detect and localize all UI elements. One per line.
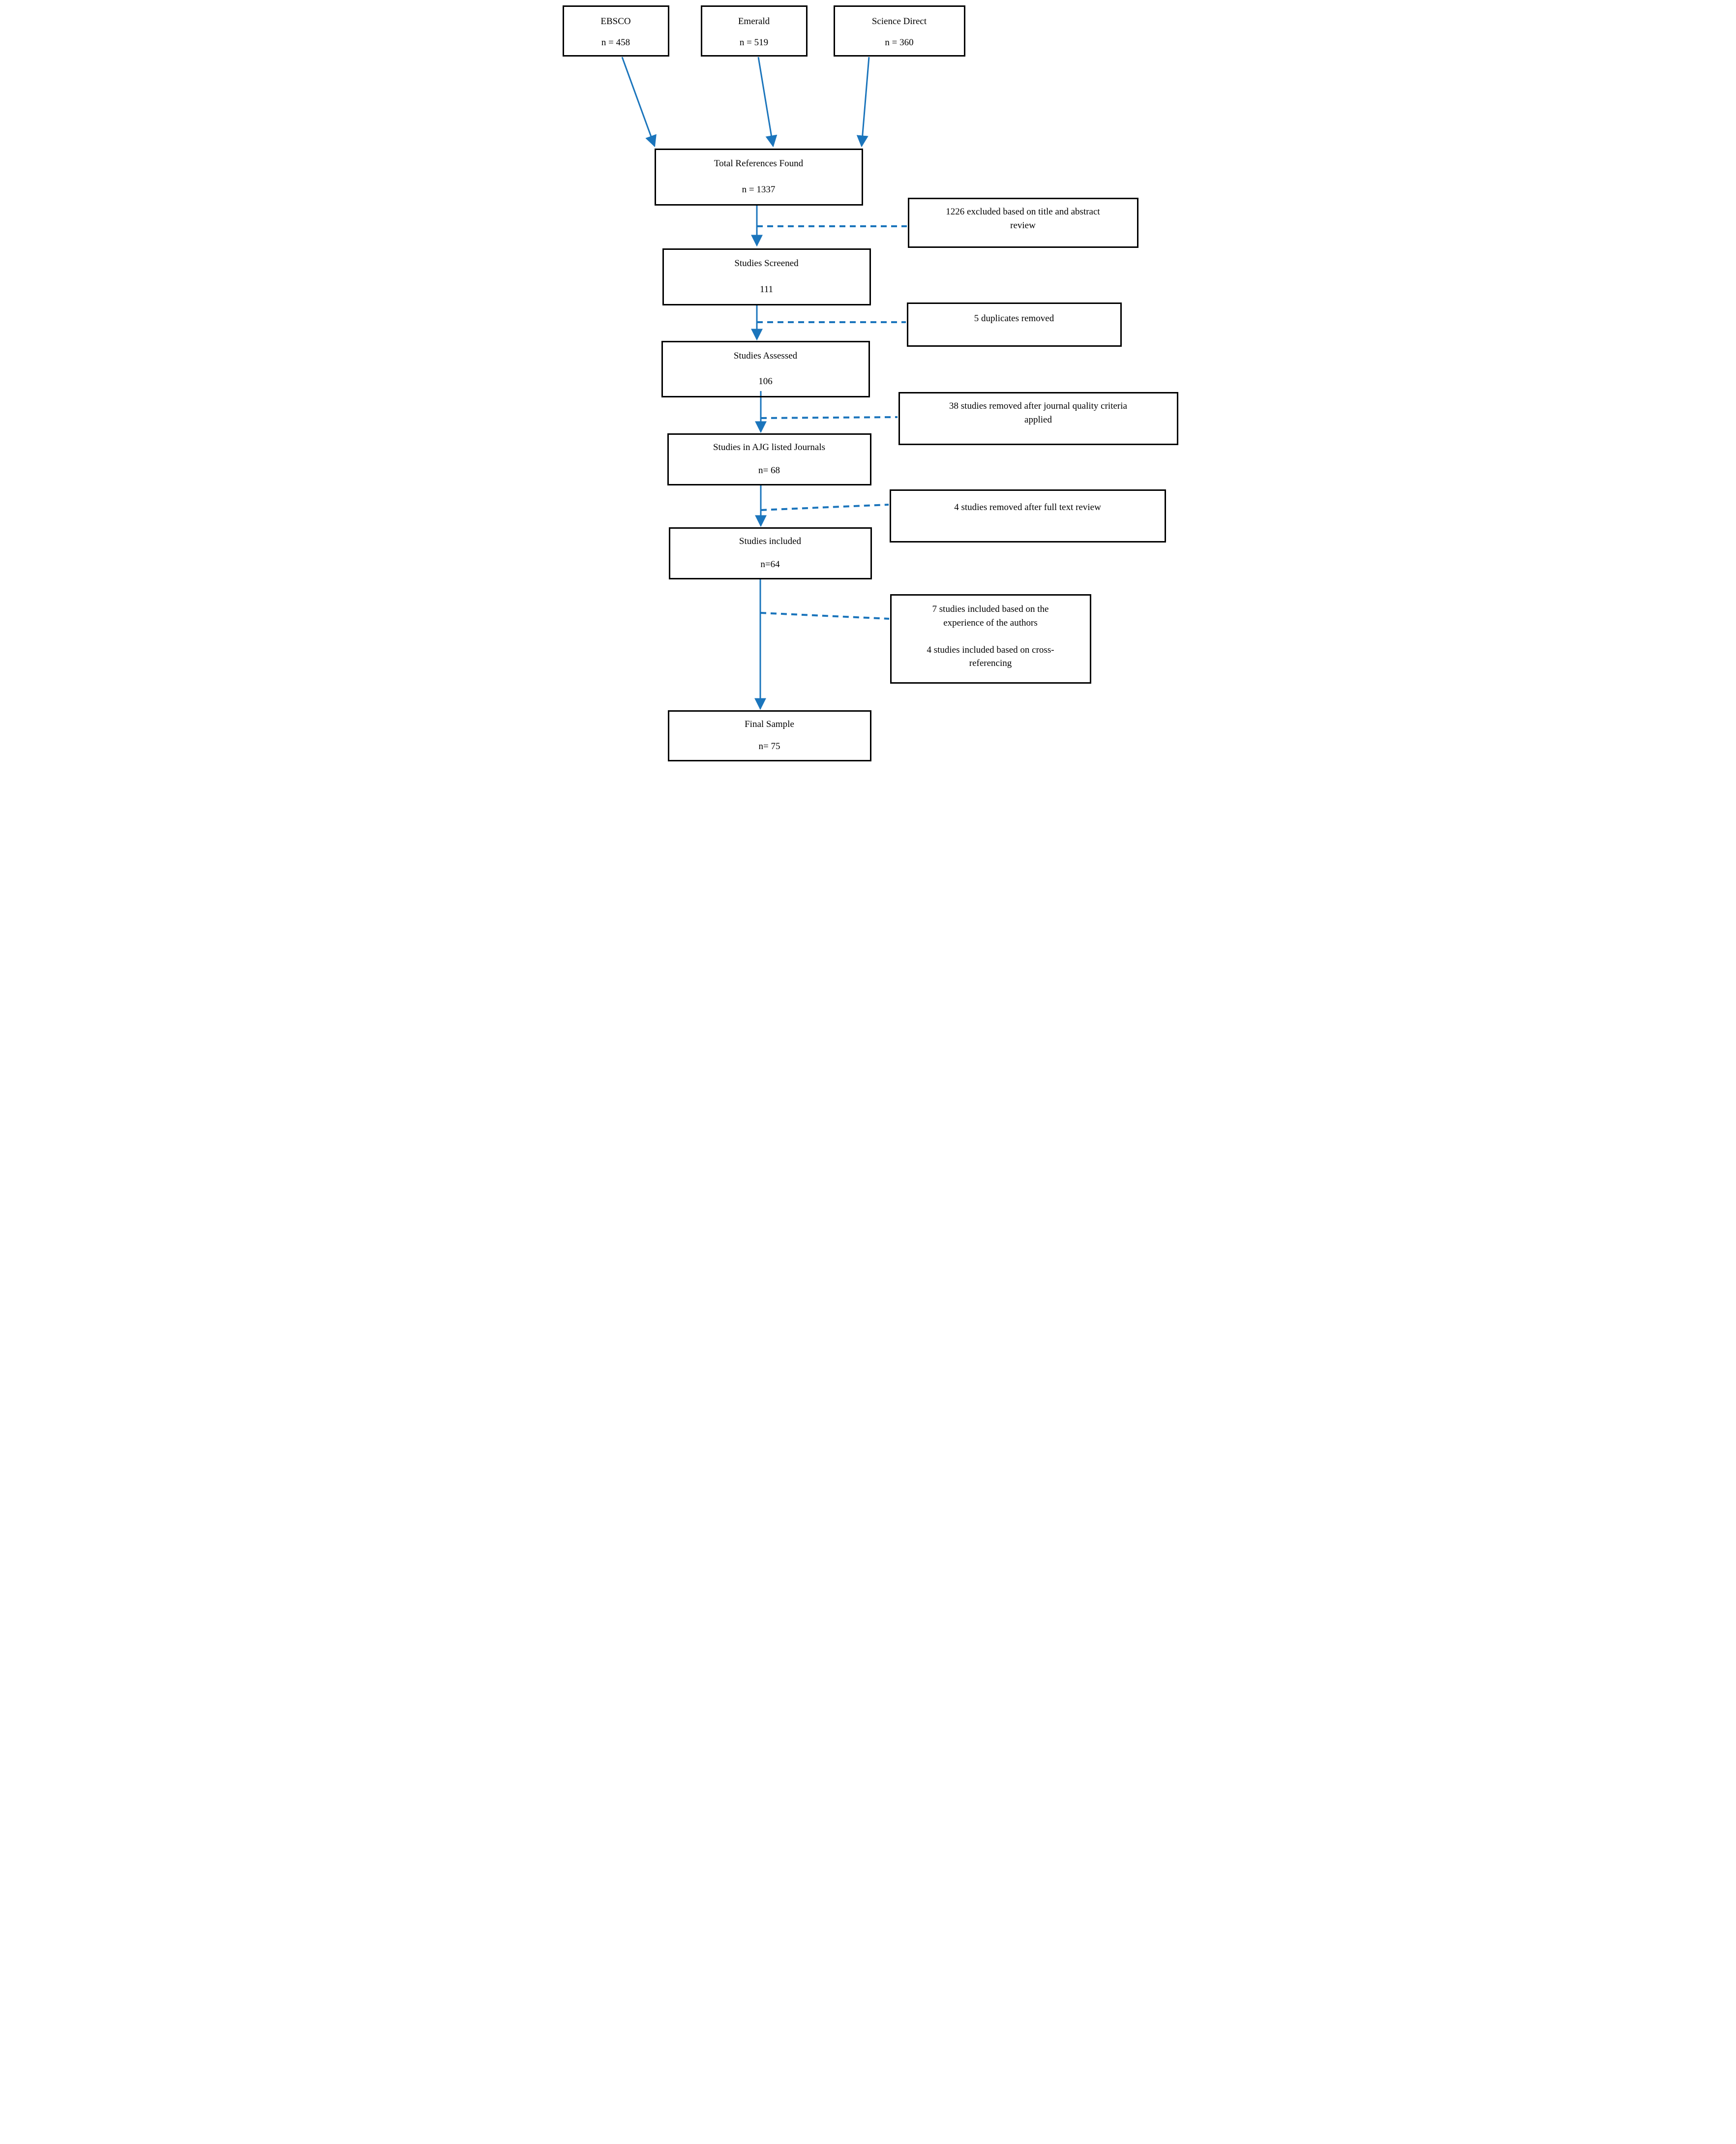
stage-count: 106 xyxy=(758,376,773,387)
stage-count: 111 xyxy=(759,284,774,295)
stage-box-total-references: Total References Found n = 1337 xyxy=(654,149,863,206)
stage-label: Studies in AJG listed Journals xyxy=(713,442,825,453)
stage-label: Total References Found xyxy=(714,158,804,169)
stage-box-studies-assessed: Studies Assessed 106 xyxy=(661,341,870,397)
dashed-line-journal-quality xyxy=(760,416,898,419)
source-box-emerald: Emerald n = 519 xyxy=(700,5,808,57)
stage-box-final-sample: Final Sample n= 75 xyxy=(667,710,871,761)
note-box-added-studies: 7 studies included based on the experien… xyxy=(890,594,1091,684)
source-label: EBSCO xyxy=(600,16,631,27)
note-box-full-text-review: 4 studies removed after full text review xyxy=(889,489,1166,543)
stage-label: Studies Assessed xyxy=(733,351,798,361)
note-box-journal-quality: 38 studies removed after journal quality… xyxy=(898,392,1178,445)
stage-label: Studies Screened xyxy=(734,258,799,269)
stage-box-ajg-journals: Studies in AJG listed Journals n= 68 xyxy=(667,433,871,485)
stage-box-studies-screened: Studies Screened 111 xyxy=(662,248,871,305)
source-box-science-direct: Science Direct n = 360 xyxy=(833,5,965,57)
stage-label: Final Sample xyxy=(745,719,794,729)
note-box-duplicates-removed: 5 duplicates removed xyxy=(906,302,1122,347)
stage-count: n= 68 xyxy=(758,465,780,476)
note-text: 7 studies included based on the experien… xyxy=(927,604,1054,669)
arrow-emerald-to-total xyxy=(757,57,777,148)
source-count: n = 519 xyxy=(739,37,769,48)
source-label: Science Direct xyxy=(871,16,927,27)
connector-layer xyxy=(621,57,907,710)
dashed-line-full-text-review xyxy=(760,504,889,511)
source-box-ebsco: EBSCO n = 458 xyxy=(562,5,669,57)
flow-diagram: EBSCO n = 458 Emerald n = 519 Science Di… xyxy=(557,0,1179,768)
dashed-line-added-studies xyxy=(760,612,889,620)
source-label: Emerald xyxy=(738,16,770,27)
source-count: n = 360 xyxy=(885,37,914,48)
note-text: 5 duplicates removed xyxy=(974,313,1054,324)
note-text: 1226 excluded based on title and abstrac… xyxy=(946,207,1100,231)
stage-count: n=64 xyxy=(760,559,780,570)
note-text: 38 studies removed after journal quality… xyxy=(949,401,1127,425)
source-count: n = 458 xyxy=(601,37,630,48)
stage-count: n = 1337 xyxy=(742,184,776,195)
note-text: 4 studies removed after full text review xyxy=(954,502,1101,513)
stage-box-studies-included: Studies included n=64 xyxy=(668,527,872,579)
stage-label: Studies included xyxy=(739,536,802,546)
arrow-ebsco-to-total xyxy=(621,57,657,148)
stage-count: n= 75 xyxy=(758,741,780,752)
note-box-excluded-title-abstract: 1226 excluded based on title and abstrac… xyxy=(907,198,1138,248)
arrow-sciencedirect-to-total xyxy=(856,57,869,148)
